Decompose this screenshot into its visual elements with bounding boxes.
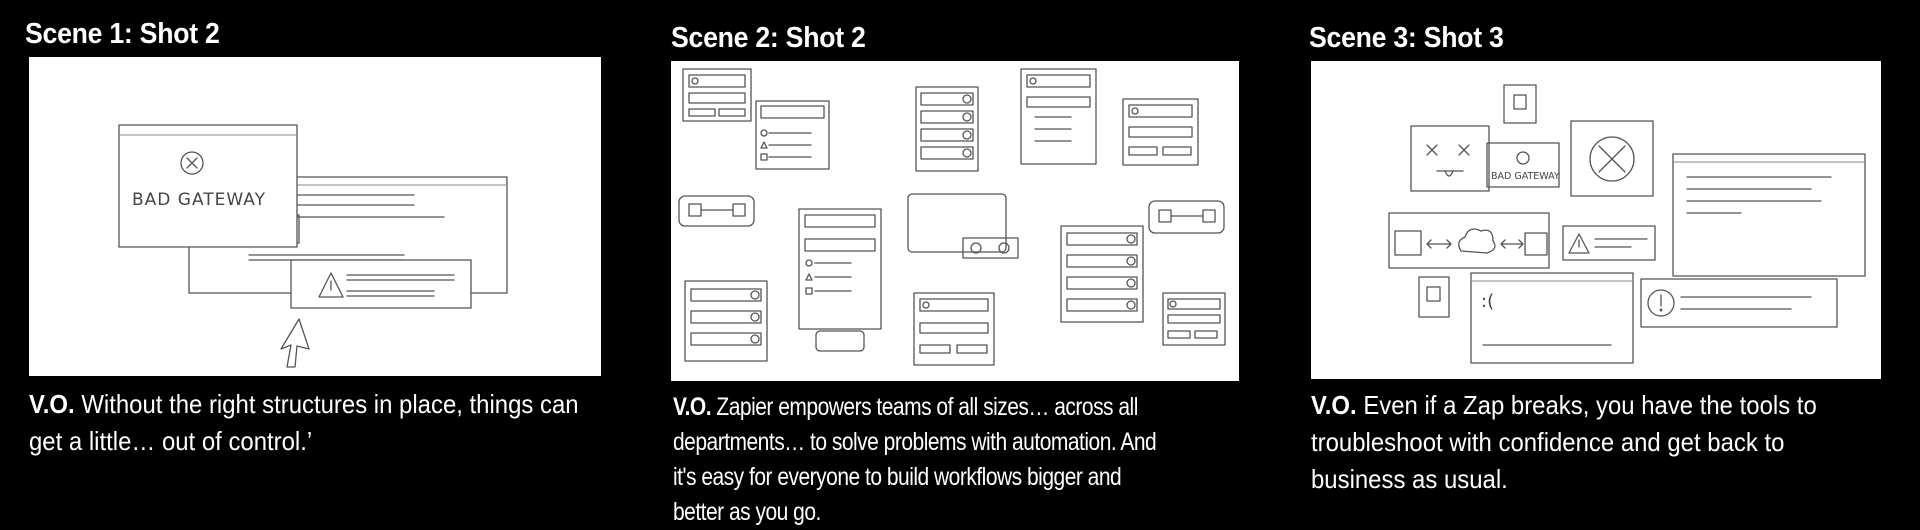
- vo-text: Zapier empowers teams of all sizes… acro…: [673, 393, 1157, 526]
- workflow-card: [1162, 292, 1226, 346]
- connector-node: [678, 195, 755, 227]
- cloud-icon: [1458, 228, 1496, 254]
- vo-label: V.O.: [1311, 390, 1357, 420]
- panel-3-title: Scene 3: Shot 3: [1309, 22, 1504, 54]
- warning-icon: [1568, 233, 1590, 254]
- workflow-card: [1122, 98, 1199, 166]
- workflow-card: [798, 208, 882, 330]
- connector-node: [1148, 200, 1225, 234]
- vo-label: V.O.: [29, 389, 75, 419]
- workflow-card: [1020, 68, 1097, 165]
- log-window: [1672, 153, 1866, 277]
- checklist-card: [1060, 225, 1144, 323]
- workflow-card: [913, 292, 995, 366]
- bad-gateway-window: [118, 124, 298, 248]
- bad-gateway-text: BAD GATEWAY: [132, 190, 266, 210]
- checklist-card: [915, 86, 979, 172]
- connector-node: [815, 330, 865, 352]
- bad-gateway-window: [1486, 142, 1560, 188]
- panel-3-drawing: BAD GATEWAY: [1388, 84, 1866, 364]
- svg-text::(: :(: [1481, 291, 1494, 312]
- checklist-card: [684, 280, 768, 362]
- warning-dialog: [1562, 225, 1656, 261]
- panel-3-voiceover: V.O. Even if a Zap breaks, you have the …: [1311, 387, 1863, 498]
- document-icon: [1418, 276, 1450, 318]
- panel-1-title: Scene 1: Shot 2: [25, 18, 220, 50]
- panel-1-sketch: BAD GATEWAY: [29, 57, 601, 376]
- terminal-window: [1470, 272, 1634, 364]
- panel-1-drawing: BAD GATEWAY: [118, 124, 508, 368]
- panel-2-voiceover: V.O. Zapier empowers teams of all sizes……: [673, 390, 1177, 530]
- warning-dialog: [290, 259, 472, 309]
- panel-3-sketch: BAD GATEWAY: [1311, 61, 1881, 379]
- exclamation-icon: [1640, 278, 1838, 328]
- vo-text: Even if a Zap breaks, you have the tools…: [1311, 390, 1817, 494]
- panel-2-title: Scene 2: Shot 2: [671, 22, 866, 54]
- panel-1-voiceover: V.O. Without the right structures in pla…: [29, 386, 599, 460]
- cursor-arrow-icon: [280, 318, 310, 368]
- workflow-card: [755, 100, 830, 170]
- error-x-icon: [1570, 120, 1654, 197]
- toggle-node: [962, 237, 1019, 259]
- vo-label: V.O.: [673, 393, 712, 421]
- sync-panel: [1388, 212, 1550, 269]
- bad-gateway-text: BAD GATEWAY: [1491, 171, 1560, 182]
- document-icon: [1503, 84, 1537, 124]
- panel-2-drawing: [678, 68, 1226, 366]
- workflow-card: [682, 68, 752, 122]
- blank-card: [907, 193, 1007, 253]
- warning-icon: [318, 272, 344, 298]
- vo-text: Without the right structures in place, t…: [29, 389, 579, 456]
- panel-2-sketch: [671, 61, 1239, 381]
- error-x-icon: [180, 151, 204, 175]
- dead-face-icon: [1410, 125, 1490, 192]
